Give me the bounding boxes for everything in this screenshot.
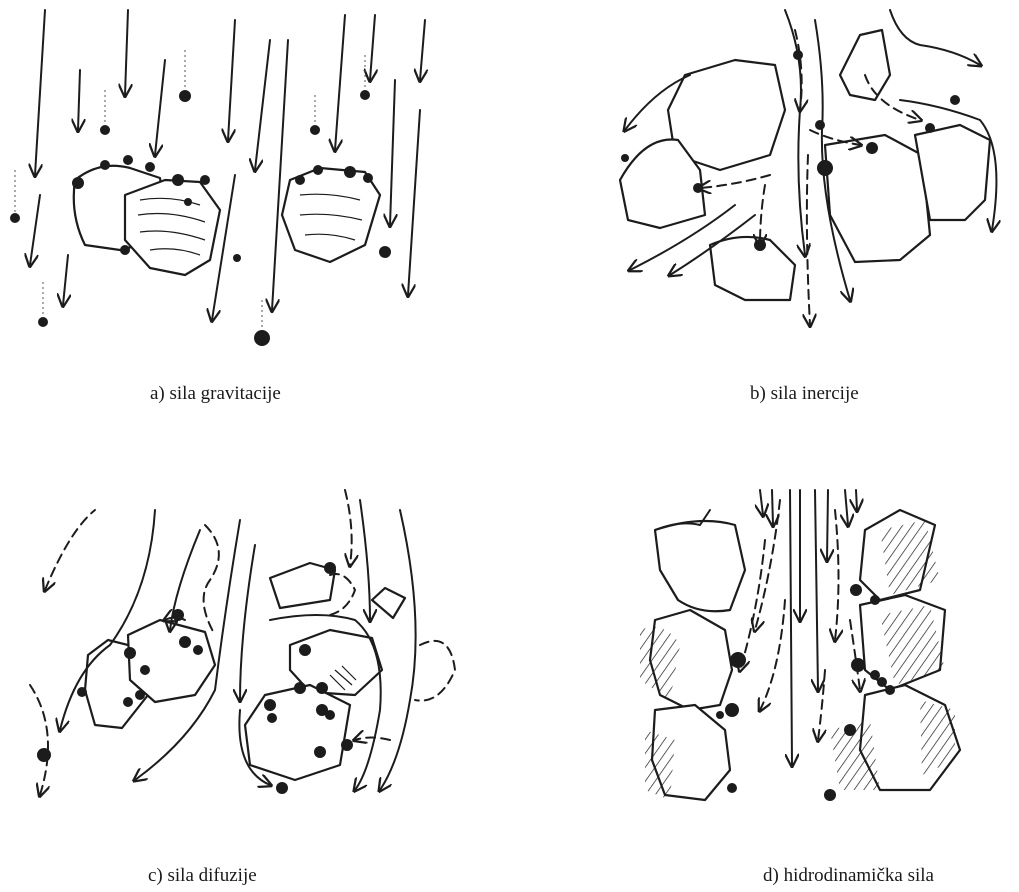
grain-left-top bbox=[655, 521, 745, 611]
grain-center-lower bbox=[245, 685, 350, 780]
caption-a: a) sila gravitacije bbox=[150, 383, 281, 405]
hydrodynamic-diagram bbox=[560, 470, 1019, 830]
panel-inertia: b) sila inercije bbox=[560, 0, 1019, 420]
grain-center bbox=[125, 180, 220, 275]
diffusion-diagram bbox=[0, 470, 480, 830]
grain-bottom bbox=[710, 237, 795, 300]
grain-left-upper bbox=[128, 620, 215, 702]
streamlines bbox=[30, 490, 455, 795]
gravity-arrows bbox=[30, 10, 425, 320]
caption-c: c) sila difuzije bbox=[148, 865, 257, 887]
gravity-diagram bbox=[0, 0, 480, 360]
panel-gravity: a) sila gravitacije bbox=[0, 0, 480, 420]
caption-b: b) sila inercije bbox=[750, 383, 859, 405]
flow-arrows bbox=[740, 490, 860, 765]
grain-top-small bbox=[840, 30, 890, 100]
panel-hydrodynamic: d) hidrodinamička sila bbox=[560, 470, 1019, 892]
panel-diffusion: c) sila difuzije bbox=[0, 470, 480, 892]
inertia-diagram bbox=[560, 0, 1019, 360]
grain-right bbox=[825, 135, 930, 262]
caption-d: d) hidrodinamička sila bbox=[763, 865, 934, 887]
grain-small-right bbox=[372, 588, 405, 618]
